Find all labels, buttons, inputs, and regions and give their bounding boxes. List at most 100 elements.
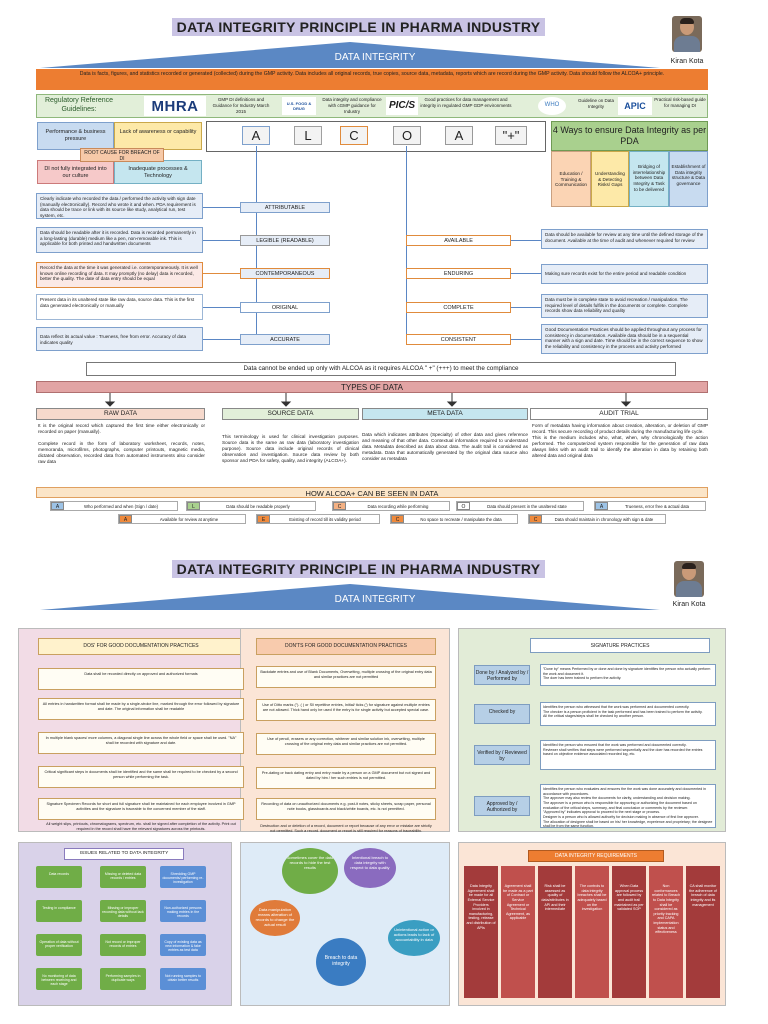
legend-swatch: A — [51, 502, 64, 510]
legible-desc: Data should be readable after it is reco… — [36, 227, 203, 253]
source-data-head: SOURCE DATA — [222, 408, 359, 420]
donts-head: DON'TS FOR GOOD DOCUMENTATION PRACTICES — [256, 638, 436, 655]
issue-item: Non-authorized persons making entries in… — [160, 900, 206, 922]
issue-item: Not running samples to obtain better res… — [160, 968, 206, 990]
donts-item: Use of pencil, erasers or any correction… — [256, 733, 436, 755]
issue-item: Copy of existing data as new information… — [160, 934, 206, 956]
requirement-item: Non conformances related to Breach to Da… — [649, 866, 683, 998]
signature-desc: Identifies the person who evaluates and … — [540, 784, 716, 828]
accurate-desc: Data reflect its actual value : Trueness… — [36, 327, 203, 351]
alcoa-letter-a: A — [242, 126, 270, 145]
legend-swatch: C — [529, 515, 542, 523]
dos-head: DOS' FOR GOOD DOCUMENTATION PRACTICES — [38, 638, 244, 655]
meta-data-text: Data which indicates attributes (Special… — [362, 432, 528, 462]
fda-text: Data integrity and compliance with cGMP … — [322, 97, 382, 114]
signature-head: SIGNATURE PRACTICES — [530, 638, 710, 653]
page-title: DATA INTEGRITY PRINCIPLE IN PHARMA INDUS… — [172, 18, 545, 36]
alcoa-plus-title: HOW ALCOA+ CAN BE SEEN IN DATA — [36, 487, 708, 498]
issue-item: Testing in compliance — [36, 900, 82, 922]
regulatory-label: Regulatory Reference Guidelines: — [44, 97, 114, 113]
raw-data-head: RAW DATA — [36, 408, 205, 420]
di-band-label: DATA INTEGRITY — [334, 52, 416, 63]
dos-item: All weight slips, printouts, chromatogra… — [46, 822, 236, 831]
types-arrows — [104, 393, 632, 407]
ways-item-2: Understanding & Detecting Risks/ Gaps — [591, 151, 629, 207]
signature-role: Approved by / Authorized by — [474, 796, 530, 816]
breach-bubble: Unintentional action or actions leads to… — [388, 920, 440, 956]
contemporaneous-label: CONTEMPORANEOUS — [240, 268, 330, 279]
consistent-label: CONSISTENT — [406, 334, 511, 345]
di-triangle-band — [40, 42, 660, 68]
donts-item: Backdate entries and use of Blank Docume… — [256, 666, 436, 688]
issue-item: Data records — [36, 866, 82, 888]
available-label: AVAILABLE — [406, 235, 511, 246]
root-cause-br: Inadequate processes & Technology — [114, 160, 202, 184]
data-definition: Data is facts, figures, and statistics r… — [36, 69, 708, 90]
issue-item: Missing or deleted data records / entrie… — [100, 866, 146, 888]
legend-text: Data should present in the unaltered sta… — [487, 504, 567, 509]
dos-item: In multiple blank spaces/ more columns, … — [38, 732, 244, 754]
complete-label: COMPLETE — [406, 302, 511, 313]
requirement-item: CA shall monitor the adherence of breach… — [686, 866, 720, 998]
legend-text: Who performed and when (Sign / date) — [83, 504, 159, 509]
audit-trial-text: Form of metadata having information abou… — [532, 423, 708, 459]
apic-text: Practical risk-based guide for managing … — [654, 97, 706, 108]
requirement-item: When Data approval process are followed … — [612, 866, 646, 998]
di-triangle-band-2 — [40, 584, 660, 610]
ways-item-3: Bridging of interrelationship between Da… — [629, 151, 669, 207]
who-logo: WHO — [538, 97, 566, 115]
enduring-label: ENDURING — [406, 268, 511, 279]
enduring-connector — [511, 273, 541, 274]
requirement-item: Risk shall be assessed as quality of dat… — [538, 866, 572, 998]
legend-text: Data recording while performing — [367, 504, 429, 509]
available-connector — [511, 240, 541, 241]
root-cause-bl: DI not fully integrated into our culture — [37, 160, 114, 184]
legend-text: No space to recreate / manipulate the da… — [420, 517, 502, 522]
available-desc: Data should be available for review at a… — [541, 229, 708, 249]
donts-item: Recording of data on unauthorized docume… — [256, 798, 436, 820]
author-name-2: Kiran Kota — [672, 601, 706, 608]
requirement-item: The controls to data integrity breaches … — [575, 866, 609, 998]
legend-item: E Existing of record till its validity pe… — [256, 514, 380, 524]
attributable-connector — [203, 207, 240, 208]
issue-item: Missing or improper recording data witho… — [100, 900, 146, 922]
root-cause-center: ROOT CAUSE FOR BREACH OF DI — [80, 148, 164, 162]
alcoa-letter-l: L — [294, 126, 322, 145]
contemporaneous-connector — [203, 273, 240, 274]
issue-item: Not record or improper records of entrie… — [100, 934, 146, 956]
compliance-note: Data cannot be ended up only with ALCOA … — [86, 362, 676, 376]
attributable-label: ATTRIBUTABLE — [240, 202, 330, 213]
breach-bubble: Intentional breach to data integrity wit… — [344, 848, 396, 888]
legend-text: Data should be readable properly — [226, 504, 290, 509]
page-title-2: DATA INTEGRITY PRINCIPLE IN PHARMA INDUS… — [172, 560, 545, 578]
breach-bubble: Data manipulation means alteration of re… — [250, 900, 300, 936]
dos-item: Critical significant steps in documents … — [38, 766, 244, 788]
donts-item: Use of Ditto marks ("). ( ) or Sll repet… — [256, 699, 436, 721]
alcoa-letter-o: O — [393, 126, 421, 145]
mhra-text: GMP DI definitions and Guidance for Indu… — [212, 97, 270, 114]
apic-logo: APIC — [618, 97, 652, 115]
audit-trial-head: AUDIT TRIAL — [530, 408, 708, 420]
author-name: Kiran Kota — [670, 58, 704, 65]
requirements-head: DATA INTEGRITY REQUIREMENTS — [528, 850, 664, 862]
legend-swatch: A — [595, 502, 608, 510]
complete-connector — [511, 307, 541, 308]
legend-swatch: E — [257, 515, 270, 523]
legend-swatch: L — [187, 502, 200, 510]
legend-swatch: O — [457, 502, 470, 510]
dos-item: Data shall be recorded directly on appro… — [38, 668, 244, 690]
legend-text: Existing of record till its validity per… — [289, 517, 361, 522]
complete-desc: Data must be in complete state to avoid … — [541, 294, 708, 318]
ways-title: 4 Ways to ensure Data Integrity as per P… — [551, 121, 708, 151]
fda-logo: U.S. FOOD & DRUG — [282, 97, 316, 115]
requirement-item: Agreement shall be made as a part of Con… — [501, 866, 535, 998]
dos-item: All entries in handwritten format shall … — [38, 698, 244, 720]
signature-role: Verified by / Reviewed by — [474, 745, 530, 765]
alcoa-letter-a2: A — [445, 126, 473, 145]
issue-item: Operation of data without proper verific… — [36, 934, 82, 956]
